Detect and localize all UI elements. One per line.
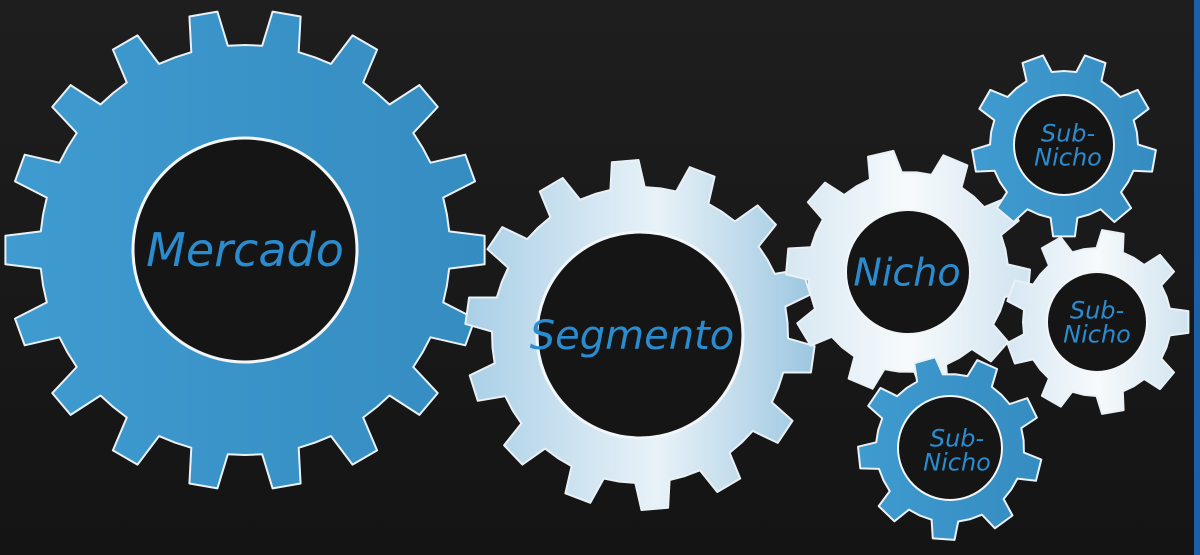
gear-label-line: Sub- bbox=[1041, 119, 1095, 147]
gear-label-subnicho3: Sub-Nicho bbox=[923, 424, 991, 476]
gear-segmento: Segmento bbox=[464, 159, 816, 511]
gear-subnicho1: Sub-Nicho bbox=[971, 54, 1157, 238]
gear-hub bbox=[131, 136, 359, 364]
gear-label-line: Nicho bbox=[853, 250, 960, 294]
gear-hub bbox=[845, 209, 971, 335]
gear-label-line: Nicho bbox=[1063, 320, 1131, 348]
gear-mercado: Mercado bbox=[4, 10, 486, 490]
gear-label-line: Nicho bbox=[1034, 143, 1102, 171]
gear-label-line: Nicho bbox=[923, 448, 991, 476]
gear-label-subnicho2: Sub-Nicho bbox=[1063, 296, 1131, 348]
gear-label-line: Segmento bbox=[530, 313, 734, 359]
gear-subnicho2: Sub-Nicho bbox=[1006, 229, 1190, 415]
gear-label-line: Sub- bbox=[930, 424, 984, 452]
gear-label-line: Mercado bbox=[146, 223, 344, 277]
right-edge-bar bbox=[1194, 0, 1200, 555]
gear-hub bbox=[1013, 94, 1115, 196]
gear-label-line: Sub- bbox=[1070, 296, 1124, 324]
gear-nicho: Nicho bbox=[785, 149, 1031, 395]
gear-label-nicho: Nicho bbox=[853, 250, 960, 294]
gear-label-mercado: Mercado bbox=[146, 223, 344, 277]
gear-hub bbox=[535, 230, 745, 440]
gear-hub bbox=[897, 395, 1003, 501]
gear-label-segmento: Segmento bbox=[530, 313, 734, 359]
gear-label-subnicho1: Sub-Nicho bbox=[1034, 119, 1102, 171]
gear-hub bbox=[1046, 271, 1148, 373]
gear-subnicho3: Sub-Nicho bbox=[857, 356, 1043, 541]
